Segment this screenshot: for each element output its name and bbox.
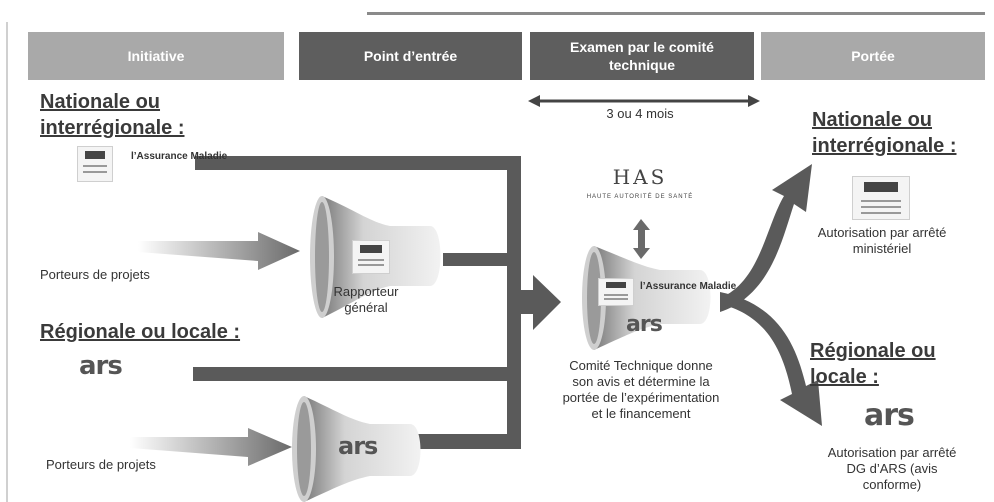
- has-logo-icon: HAS: [590, 165, 690, 189]
- ars-logo-funnel-icon: ars: [338, 432, 378, 460]
- ars-logo-funnel-text: ars: [338, 432, 378, 460]
- header-point-entree: Point d’entrée: [299, 32, 522, 80]
- incoming-arrow-1: [138, 232, 300, 270]
- header-initiative-label: Initiative: [127, 48, 185, 64]
- has-logo-title: HAS: [612, 165, 668, 189]
- left-regional-title: Régionale ou locale :: [40, 321, 241, 343]
- funnel-ars: [292, 396, 421, 502]
- header-initiative: Initiative: [28, 32, 284, 80]
- autorisation-ars-label: Autorisation par arrêté DG d’ARS (avis c…: [827, 445, 957, 492]
- left-porteurs-2: Porteurs de projets: [46, 457, 156, 472]
- header-examen: Examen par le comité technique: [530, 32, 754, 80]
- ars-logo-left-icon: ars: [79, 351, 123, 381]
- output-arrow-national: [720, 164, 812, 312]
- autorisation-ministerielle-label: Autorisation par arrêté ministériel: [817, 225, 947, 256]
- has-double-arrow: [633, 219, 650, 259]
- top-divider-line: [367, 12, 985, 15]
- header-portee: Portée: [761, 32, 985, 80]
- ars-logo-right-text: ars: [864, 398, 915, 433]
- header-point-entree-label: Point d’entrée: [363, 48, 458, 64]
- ministry-logo-icon: [77, 146, 113, 182]
- assurance-maladie-logo-comite-icon: l’Assurance Maladie: [640, 282, 736, 292]
- duration-label: 3 ou 4 mois: [606, 106, 674, 121]
- ars-logo-right-icon: ars: [864, 398, 915, 433]
- ars-logo-comite-text: ars: [626, 312, 663, 337]
- has-logo-subtitle: HAUTE AUTORITÉ DE SANTÉ: [586, 194, 694, 200]
- assurance-maladie-logo-icon: l’Assurance Maladie: [131, 152, 227, 162]
- left-national-title: Nationale ou interrégionale :: [40, 91, 185, 139]
- duration-double-arrow: [528, 95, 760, 107]
- ministry-logo-right-icon: [852, 176, 910, 220]
- ministry-logo-comite-icon: [598, 278, 634, 306]
- rapporteur-label: Rapporteur général: [333, 284, 399, 315]
- comite-label: Comité Technique donne son avis et déter…: [562, 358, 720, 421]
- assurance-maladie-logo-text: l’Assurance Maladie: [131, 151, 228, 162]
- right-regional-title: Régionale ou locale :: [810, 340, 936, 388]
- output-arrow-regional: [720, 292, 822, 426]
- ministry-logo-rapporteur-icon: [352, 240, 390, 274]
- left-divider-line: [6, 22, 8, 502]
- header-examen-label: Examen par le comité technique: [570, 39, 714, 73]
- incoming-arrow-2: [130, 428, 292, 466]
- connector-lines: [193, 156, 561, 449]
- ars-logo-comite-icon: ars: [626, 312, 663, 337]
- right-national-title: Nationale ou interrégionale :: [812, 109, 957, 157]
- header-portee-label: Portée: [851, 48, 895, 64]
- assurance-maladie-logo-comite-text: l’Assurance Maladie: [640, 281, 737, 292]
- left-porteurs-1: Porteurs de projets: [40, 267, 150, 282]
- funnel-comite: [582, 246, 711, 350]
- ars-logo-left-text: ars: [79, 351, 123, 381]
